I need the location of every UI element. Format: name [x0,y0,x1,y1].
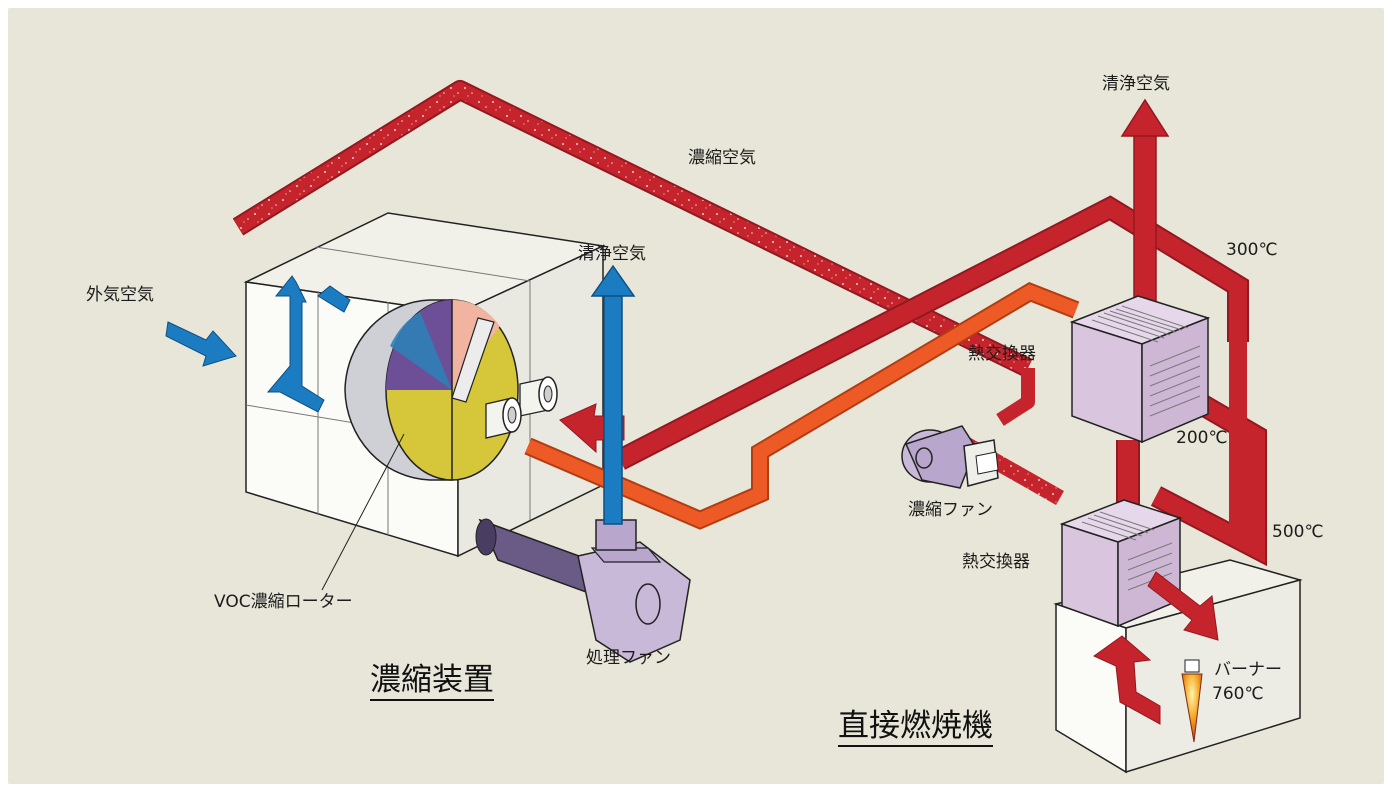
oxidizer-title-text: 直接燃焼機 [838,708,993,744]
concentrator-title: 濃縮装置 [370,662,494,698]
voc-rotor-label: VOC濃縮ローター [214,592,353,612]
background-panel [8,8,1384,784]
outside-air-label: 外気空気 [86,285,154,305]
temp-760-label: 760℃ [1212,684,1264,704]
concentration-fan-label: 濃縮ファン [908,500,993,520]
outlet-nozzles [485,376,558,439]
burner [1181,659,1203,743]
temp-500-label: 500℃ [1272,522,1324,542]
concentrator-title-text: 濃縮装置 [370,662,494,698]
clean-air-top-arrow-icon [1120,98,1170,137]
upper-heat-exchanger-label: 熱交換器 [968,344,1036,364]
temp-200-label: 200℃ [1176,428,1228,448]
outside-air-arrow [165,321,237,367]
burner-label: バーナー [1214,660,1282,680]
rotor-blue-sector [390,312,452,390]
inflow-arrow-icon [1093,635,1161,725]
oxidizer-title: 直接燃焼機 [838,708,993,744]
temp-300-label: 300℃ [1226,240,1278,260]
flame-icon [1181,673,1203,743]
rotor-separator-plate [451,317,495,403]
clean-air-mid-arrow-icon [590,264,636,297]
concentrated-air-label: 濃縮空気 [688,148,756,168]
air-flow-swirl-icon [266,275,351,413]
upper-heat-exchanger [1069,295,1211,444]
concentration-fan [901,425,999,489]
lower-heat-exchanger-label: 熱交換器 [962,552,1030,572]
warm-duct [524,282,1080,530]
clean-air-top-label: 清浄空気 [1102,74,1170,94]
clean-air-mid-label: 清浄空気 [578,244,646,264]
process-fan [475,518,691,663]
process-fan-label: 処理ファン [586,648,671,668]
lower-heat-exchanger [1059,499,1219,641]
voc-rotor [344,299,519,481]
rotor-leader-line [321,433,405,591]
clean-air-vent [590,264,636,525]
